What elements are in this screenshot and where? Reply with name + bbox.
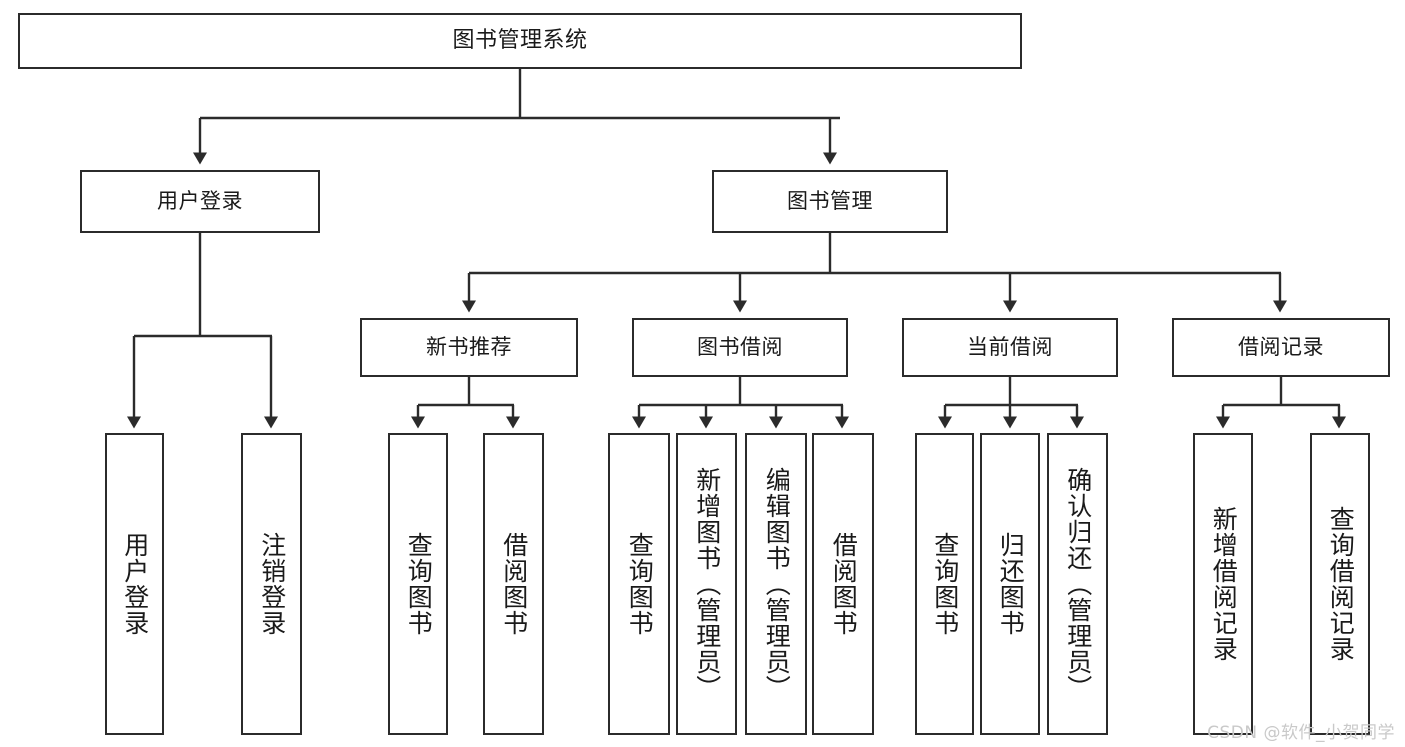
leaf-borrow-borrow-book[interactable]: 借阅图书	[812, 433, 874, 735]
leaf-user-login-login[interactable]: 用户登录	[105, 433, 164, 735]
node-book-borrow[interactable]: 图书借阅	[632, 318, 848, 377]
node-label: 当前借阅	[967, 335, 1053, 360]
node-label: 借阅图书	[829, 532, 859, 636]
leaf-current-return-book[interactable]: 归还图书	[980, 433, 1040, 735]
node-label: 确认归还（管理员）	[1063, 467, 1093, 701]
node-current-borrow[interactable]: 当前借阅	[902, 318, 1118, 377]
leaf-current-confirm-return-admin[interactable]: 确认归还（管理员）	[1047, 433, 1108, 735]
leaf-current-query-book[interactable]: 查询图书	[915, 433, 974, 735]
leaf-borrow-add-book-admin[interactable]: 新增图书（管理员）	[676, 433, 737, 735]
node-label: 查询借阅记录	[1326, 506, 1356, 662]
leaf-user-login-logout[interactable]: 注销登录	[241, 433, 302, 735]
watermark-text: CSDN @软件_小贺同学	[1207, 723, 1395, 743]
node-label: 查询图书	[625, 532, 655, 636]
node-label: 查询图书	[404, 532, 434, 636]
node-user-login[interactable]: 用户登录	[80, 170, 320, 233]
node-root-system[interactable]: 图书管理系统	[18, 13, 1022, 69]
node-label: 新增借阅记录	[1209, 506, 1239, 662]
leaf-new-book-borrow[interactable]: 借阅图书	[483, 433, 544, 735]
node-label: 归还图书	[996, 532, 1026, 636]
node-label: 借阅图书	[499, 532, 529, 636]
leaf-borrow-query-book[interactable]: 查询图书	[608, 433, 670, 735]
leaf-records-add-record[interactable]: 新增借阅记录	[1193, 433, 1253, 735]
leaf-new-book-query[interactable]: 查询图书	[388, 433, 448, 735]
node-label: 编辑图书（管理员）	[762, 467, 792, 701]
node-label: 用户登录	[120, 532, 150, 636]
node-label: 借阅记录	[1238, 335, 1324, 360]
leaf-records-query-record[interactable]: 查询借阅记录	[1310, 433, 1370, 735]
node-borrow-records[interactable]: 借阅记录	[1172, 318, 1390, 377]
leaf-borrow-edit-book-admin[interactable]: 编辑图书（管理员）	[745, 433, 807, 735]
node-new-book-recommend[interactable]: 新书推荐	[360, 318, 578, 377]
node-label: 新增图书（管理员）	[692, 467, 722, 701]
node-label: 图书借阅	[697, 335, 783, 360]
node-label: 用户登录	[157, 189, 243, 214]
node-label: 查询图书	[930, 532, 960, 636]
node-label: 图书管理	[787, 189, 873, 214]
node-book-management[interactable]: 图书管理	[712, 170, 948, 233]
node-label: 新书推荐	[426, 335, 512, 360]
node-label: 图书管理系统	[452, 28, 588, 54]
node-label: 注销登录	[257, 532, 287, 636]
